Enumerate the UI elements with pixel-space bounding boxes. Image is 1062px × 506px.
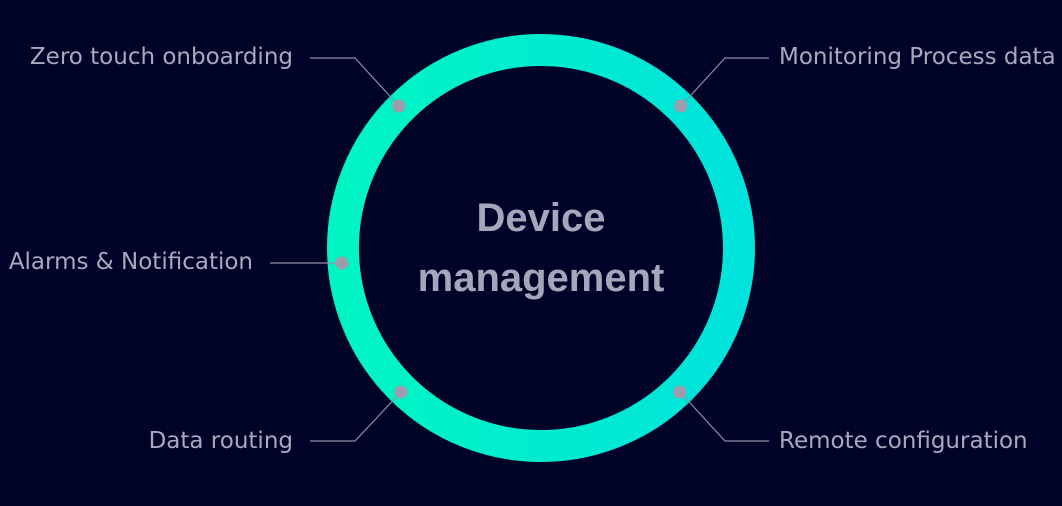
center-title-line-2: management	[417, 256, 665, 300]
feature-data-routing: Data routing	[148, 428, 293, 454]
marker-monitoring	[674, 99, 688, 113]
marker-zero-touch	[392, 99, 406, 113]
center-title-line-1: Device	[476, 196, 606, 240]
marker-data-routing	[394, 385, 408, 399]
connector-data-routing	[310, 391, 402, 442]
marker-alarms	[335, 256, 349, 270]
feature-remote-configuration: Remote configuration	[779, 428, 1028, 454]
connector-zero-touch	[310, 57, 400, 107]
management-ring	[327, 34, 755, 462]
marker-remote	[673, 385, 687, 399]
feature-zero-touch-onboarding: Zero touch onboarding	[29, 44, 293, 70]
feature-alarms-notification: Alarms & Notification	[8, 249, 253, 275]
connector-monitoring	[680, 57, 769, 107]
feature-monitoring-process-data: Monitoring Process data	[779, 44, 1056, 70]
connector-remote	[679, 391, 769, 442]
